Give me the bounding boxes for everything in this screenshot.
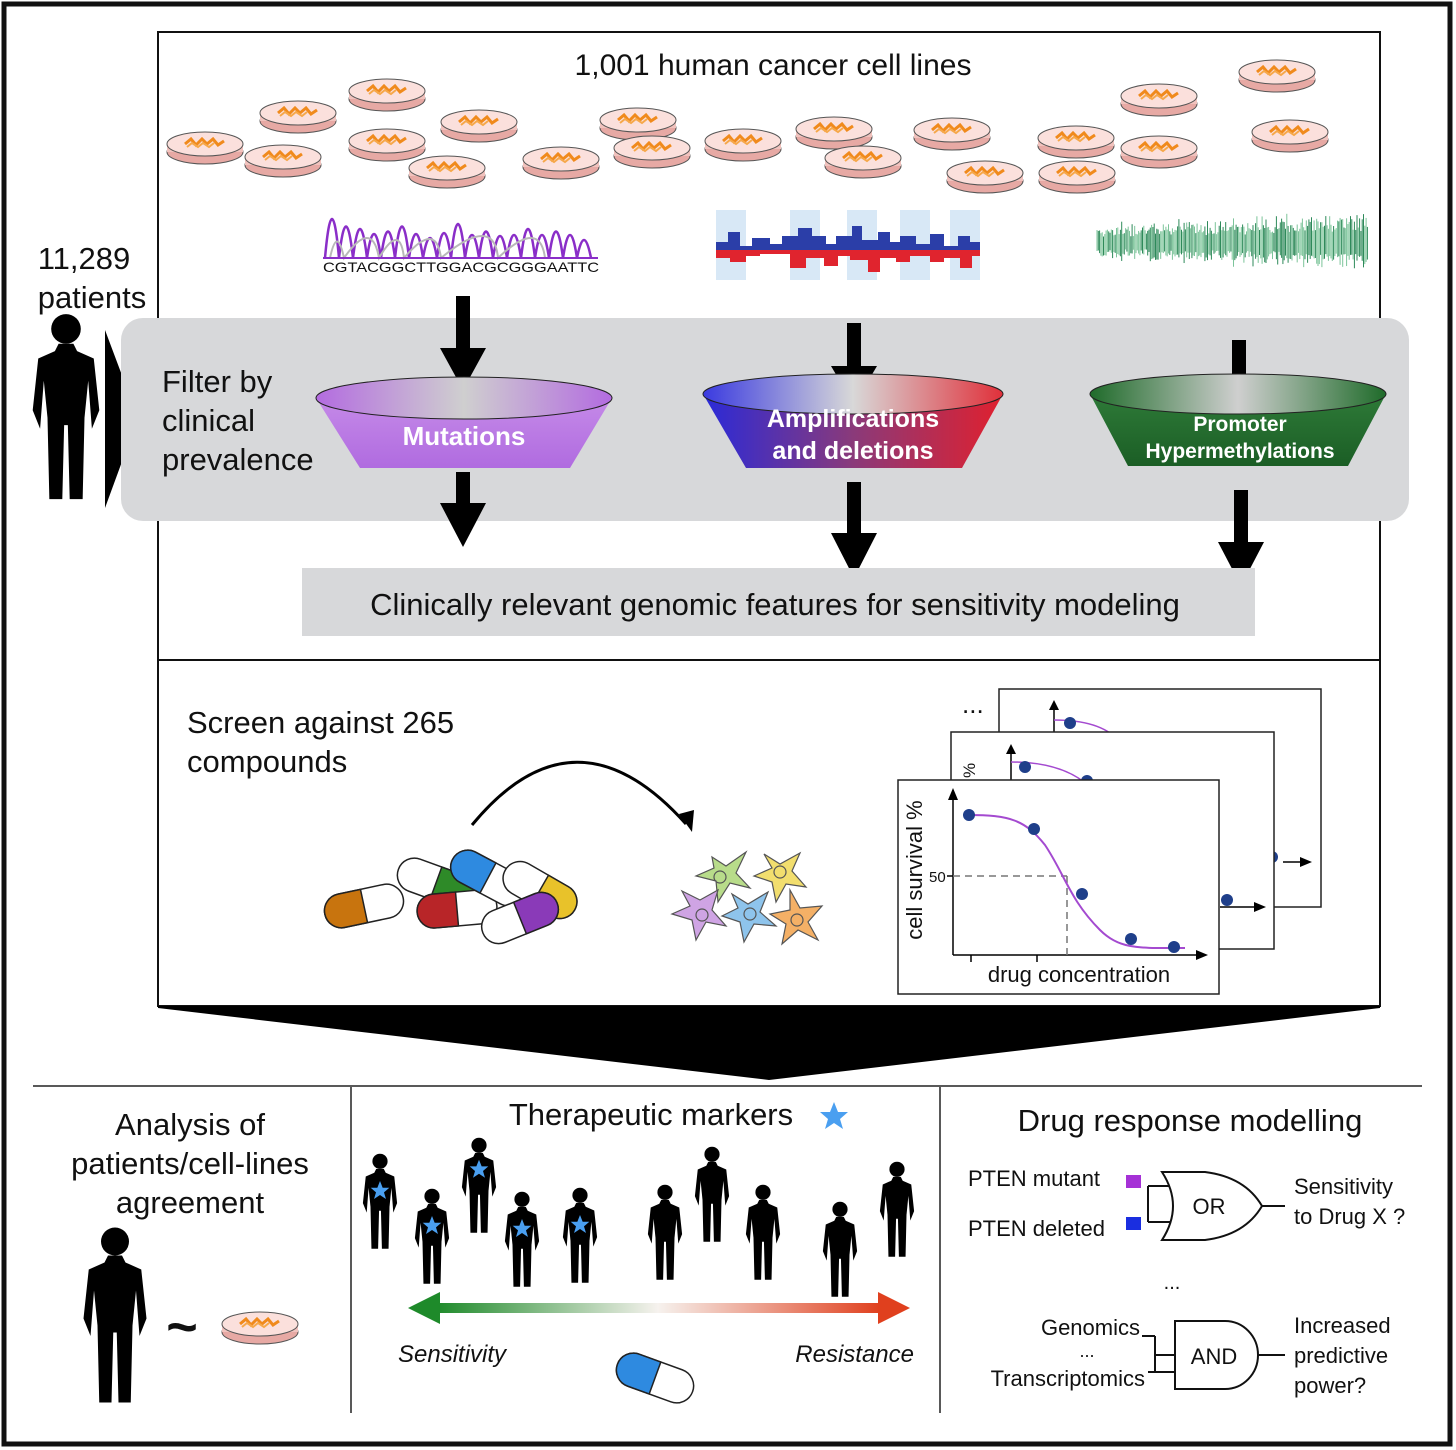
- data-point: [1028, 823, 1040, 835]
- sequencing-trace: CGTACGGCTTGGACGCGGGAATTC: [323, 218, 599, 275]
- svg-text:Hypermethylations: Hypermethylations: [1145, 440, 1334, 463]
- sensitivity-question: to Drug X ?: [1294, 1204, 1405, 1229]
- dish-icon: [165, 130, 245, 166]
- predictive-question: predictive: [1294, 1343, 1388, 1368]
- svg-text:Mutations: Mutations: [403, 421, 526, 451]
- cell-icon: [670, 888, 728, 942]
- y-axis-label: cell survival %: [902, 800, 927, 939]
- methylation-plot: [1096, 213, 1368, 269]
- or-gate-label: OR: [1193, 1194, 1226, 1219]
- filter-label: clinical: [162, 403, 255, 438]
- tick-label-50: 50: [929, 869, 946, 886]
- cell-icon: [694, 850, 752, 904]
- dish-icon: [347, 77, 427, 113]
- pten-deleted-swatch: [1126, 1217, 1141, 1230]
- merge-arrow: [158, 1006, 1380, 1080]
- screen-label: compounds: [187, 744, 347, 779]
- dish-icon: [521, 145, 601, 181]
- sensitivity-question: Sensitivity: [1294, 1174, 1393, 1199]
- svg-text:%: %: [960, 763, 979, 778]
- markers-title: Therapeutic markers: [509, 1097, 793, 1132]
- ellipsis: ...: [1079, 1341, 1094, 1361]
- dish-icon: [1119, 82, 1199, 118]
- cell-lines-title: 1,001 human cancer cell lines: [575, 49, 972, 82]
- features-box: [302, 568, 1255, 636]
- pill-group: [323, 849, 578, 945]
- x-axis-label: drug concentration: [988, 962, 1170, 987]
- dose-plot-front: 50 cell survival % drug concentration: [897, 779, 1220, 995]
- pill-icon: [615, 1352, 695, 1404]
- cell-icon: [768, 887, 824, 946]
- dish-icon: [703, 127, 783, 163]
- filter-label: prevalence: [162, 442, 314, 477]
- patients-word: patients: [38, 280, 147, 315]
- svg-text:and deletions: and deletions: [772, 437, 933, 465]
- genomics-label: Genomics: [1041, 1315, 1140, 1340]
- output-arrows: [440, 472, 1264, 586]
- analysis-label: agreement: [116, 1185, 265, 1220]
- analysis-label: patients/cell-lines: [71, 1146, 309, 1181]
- or-gate: [1147, 1171, 1285, 1241]
- data-point: [963, 809, 975, 821]
- svg-text:Promoter: Promoter: [1193, 413, 1286, 436]
- pill-icon: [480, 891, 560, 945]
- dish-icon: [243, 143, 323, 179]
- more-plots-ellipsis: ...: [962, 689, 984, 719]
- dish-icon: [912, 116, 992, 152]
- funnel-mutations: Mutations: [315, 376, 613, 468]
- filter-label: Filter by: [162, 364, 273, 399]
- dish-icon: [1119, 134, 1199, 170]
- pten-mutant-swatch: [1126, 1175, 1141, 1188]
- pten-deleted-label: PTEN deleted: [968, 1216, 1105, 1241]
- analysis-label: Analysis of: [115, 1107, 265, 1142]
- dish-icon: [407, 154, 487, 190]
- dish-icon: [439, 108, 519, 144]
- data-point: [1168, 941, 1180, 953]
- dish-icon: [220, 1310, 300, 1346]
- transcriptomics-label: Transcriptomics: [991, 1366, 1145, 1391]
- fit-curve: [967, 814, 1186, 950]
- cell-icon: [720, 890, 778, 944]
- pill-icon: [323, 883, 405, 929]
- dish-icon: [945, 159, 1025, 195]
- dish-icon: [347, 127, 427, 163]
- modelling-title: Drug response modelling: [1018, 1103, 1363, 1138]
- and-gate-label: AND: [1191, 1344, 1237, 1369]
- copy-number-plot: [716, 210, 980, 280]
- screen-label: Screen against 265: [187, 705, 454, 740]
- dna-sequence: CGTACGGCTTGGACGCGGGAATTC: [323, 259, 599, 275]
- and-gate: [1142, 1320, 1285, 1390]
- features-label: Clinically relevant genomic features for…: [370, 587, 1180, 622]
- dish-icon: [1037, 159, 1117, 195]
- dish-icon: [1250, 118, 1330, 154]
- svg-text:Amplifications: Amplifications: [767, 405, 939, 433]
- resistance-label: Resistance: [795, 1341, 914, 1368]
- data-point: [1125, 933, 1137, 945]
- dish-icon: [794, 115, 874, 151]
- dish-icon: [823, 144, 903, 180]
- dish-icon: [1036, 124, 1116, 160]
- sensitivity-resistance-arrow: [408, 1292, 910, 1324]
- dose-plot-card: [897, 779, 1220, 995]
- dish-icon: [258, 99, 338, 135]
- ellipsis: ...: [1164, 1272, 1181, 1294]
- funnel-amplifications: Amplifications and deletions: [702, 373, 1004, 468]
- predictive-question: Increased: [1294, 1313, 1391, 1338]
- dish-icon: [1237, 58, 1317, 94]
- sensitivity-label: Sensitivity: [398, 1341, 508, 1368]
- pten-mutant-label: PTEN mutant: [968, 1166, 1100, 1191]
- cells-group: [670, 850, 824, 946]
- patients-count: 11,289: [38, 241, 131, 276]
- funnel-promoter: Promoter Hypermethylations: [1089, 373, 1387, 466]
- predictive-question: power?: [1294, 1373, 1366, 1398]
- pill-icon: [416, 889, 498, 929]
- similarity-tilde: ~: [166, 1297, 198, 1357]
- dish-icon: [598, 106, 678, 142]
- data-point: [1076, 888, 1088, 900]
- dish-icon: [612, 134, 692, 170]
- curved-arrow: [470, 760, 688, 826]
